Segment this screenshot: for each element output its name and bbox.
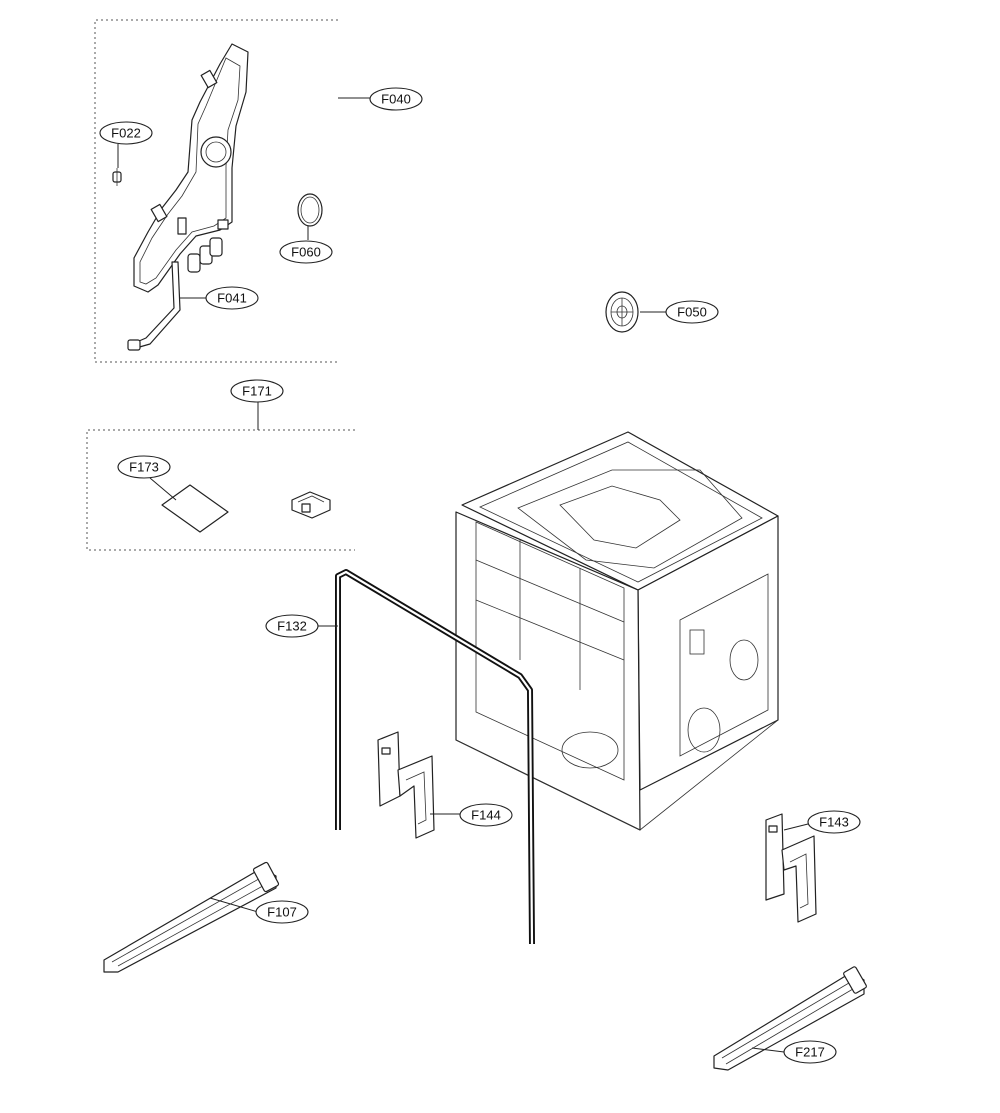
clip-part [291, 491, 331, 519]
callout-f171-label: F171 [242, 384, 272, 399]
callout-f144-label: F144 [471, 808, 501, 823]
callout-f132[interactable]: F132 [265, 614, 319, 638]
callout-f173-label: F173 [129, 460, 159, 475]
leader-lines [117, 97, 809, 1053]
callout-f040[interactable]: F040 [369, 87, 423, 111]
manual-sheet-part [161, 484, 229, 533]
callout-f040-label: F040 [381, 92, 411, 107]
tube-part [127, 261, 181, 351]
callout-f143[interactable]: F143 [807, 810, 861, 834]
callout-f173[interactable]: F173 [117, 455, 171, 479]
group-box-f040 [94, 19, 338, 363]
tub-assembly [455, 431, 779, 831]
callout-f144[interactable]: F144 [459, 803, 513, 827]
callout-f022-label: F022 [111, 126, 141, 141]
callout-f022[interactable]: F022 [99, 121, 153, 145]
callout-f171[interactable]: F171 [230, 379, 284, 403]
callout-f041-label: F041 [217, 291, 247, 306]
hinge-right-part [765, 813, 817, 923]
callout-f060[interactable]: F060 [279, 240, 333, 264]
filter-cap-part [605, 291, 639, 333]
callout-f217-label: F217 [795, 1045, 825, 1060]
hinge-left-part [377, 731, 435, 839]
callout-f060-label: F060 [291, 245, 321, 260]
callout-f041[interactable]: F041 [205, 286, 259, 310]
door-gasket-part [335, 569, 535, 945]
distributor-plate-part [133, 43, 249, 293]
callout-f132-label: F132 [277, 619, 307, 634]
screw-part [112, 168, 122, 186]
rail-right-part [713, 966, 867, 1071]
o-ring-part [297, 193, 323, 227]
callout-f050[interactable]: F050 [665, 300, 719, 324]
rail-left-part [103, 861, 280, 973]
callout-f217[interactable]: F217 [783, 1040, 837, 1064]
callout-f050-label: F050 [677, 305, 707, 320]
callout-f107[interactable]: F107 [255, 900, 309, 924]
callout-f107-label: F107 [267, 905, 297, 920]
callout-f143-label: F143 [819, 815, 849, 830]
group-box-f171 [86, 400, 355, 551]
